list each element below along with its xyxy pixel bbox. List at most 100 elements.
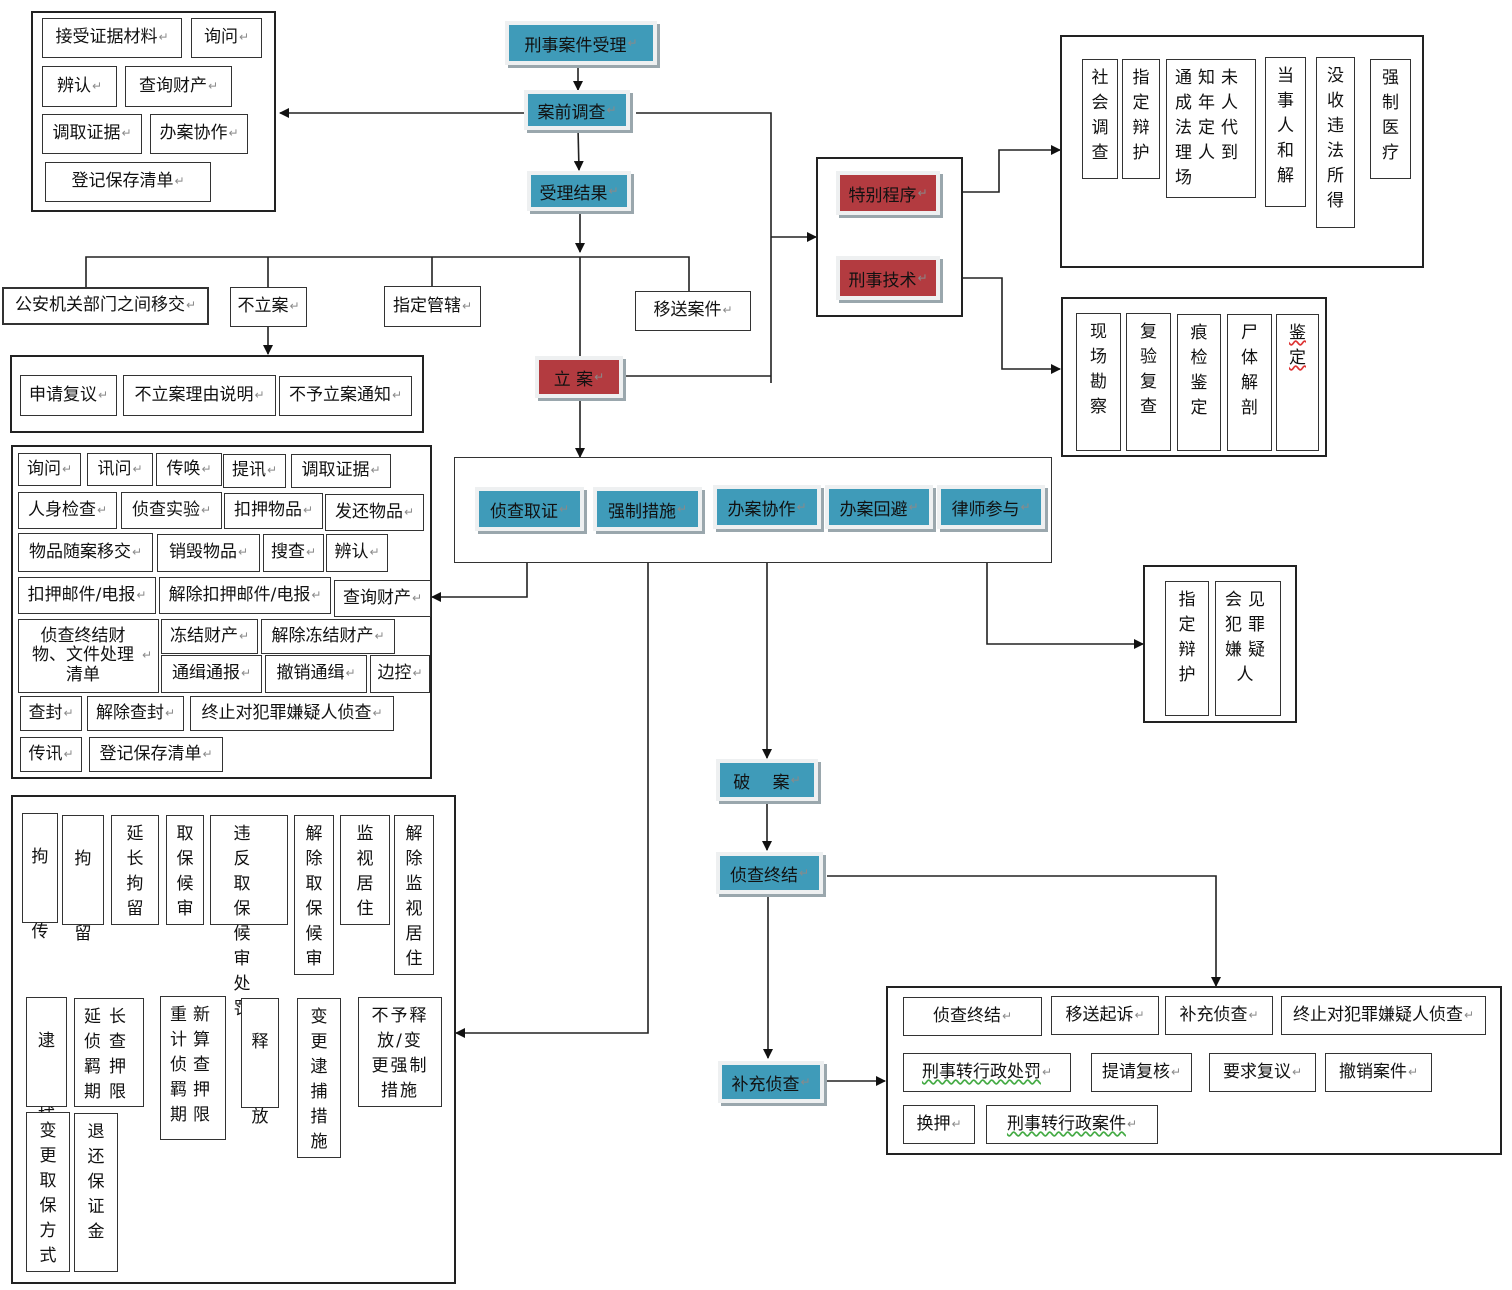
item[interactable]: 侦查终结财物、文件处理清单↵ [18, 619, 159, 693]
branch-transfer-between-departments[interactable]: 公安机关部门之间移交↵ [2, 287, 209, 325]
item[interactable]: 不立案理由说明↵ [123, 375, 276, 416]
investigation-items-box: 询问↵ 讯问↵ 传唤↵ 提讯↵ 调取证据↵ 人身检查↵ 侦查实验↵ 扣押物品↵ … [11, 445, 432, 779]
item[interactable]: 辨认↵ [326, 534, 388, 572]
item[interactable]: 逮捕 [26, 997, 67, 1126]
item[interactable]: 复验复查 [1126, 313, 1171, 451]
item[interactable]: 重新计算侦查羁押期限 [160, 996, 226, 1140]
node-lawyer-participation[interactable]: 律师参与↵ [937, 485, 1045, 529]
item-designated-defense[interactable]: 指定辩护 [1165, 581, 1209, 716]
item[interactable]: 销毁物品↵ [157, 534, 260, 572]
item[interactable]: 取保候审 [166, 815, 204, 925]
item[interactable]: 拘传 [22, 813, 58, 942]
item[interactable]: 解除扣押邮件/电报↵ [159, 577, 331, 614]
node-solve-case[interactable]: 破 案↵ [716, 759, 818, 801]
node-accept-result[interactable]: 受理结果↵ [527, 171, 631, 211]
item[interactable]: 监视居住 [340, 815, 390, 925]
item[interactable]: 传唤↵ [156, 453, 222, 486]
item[interactable]: 物品随案移交↵ [18, 533, 153, 572]
special-block: 特别程序↵ 刑事技术↵ [816, 157, 963, 317]
item[interactable]: 侦查实验↵ [121, 492, 222, 529]
item[interactable]: 变更逮捕措施 [297, 998, 341, 1158]
node-case-accept[interactable]: 刑事案件受理↵ [505, 21, 657, 65]
item[interactable]: 解除查封↵ [87, 696, 184, 731]
item-party-reconciliation[interactable]: 当事人和解 [1265, 57, 1306, 207]
item[interactable]: 尸体解剖 [1227, 314, 1272, 451]
node-investigation-end[interactable]: 侦查终结↵ [716, 852, 823, 894]
item[interactable]: 办案协作↵ [150, 114, 248, 154]
item[interactable]: 补充侦查↵ [1165, 996, 1273, 1035]
item[interactable]: 释放 [241, 998, 279, 1127]
item[interactable]: 延长拘留 [111, 815, 159, 925]
node-supplementary-investigation[interactable]: 补充侦查↵ [718, 1061, 824, 1103]
node-coercive-measures[interactable]: 强制措施↵ [593, 487, 702, 531]
item[interactable]: 提请复核↵ [1091, 1053, 1192, 1092]
item[interactable]: 扣押邮件/电报↵ [18, 577, 156, 614]
item[interactable]: 不予释放/变更强制措施 [358, 997, 442, 1107]
arrow-end-to-results [827, 875, 1221, 987]
node-case-cooperation[interactable]: 办案协作↵ [713, 485, 821, 529]
item[interactable]: 刑事转行政处罚↵ [903, 1053, 1071, 1092]
item-designated-defense[interactable]: 指定辩护 [1122, 59, 1160, 179]
item[interactable]: 传讯↵ [20, 737, 82, 772]
node-investigation-evidence[interactable]: 侦查取证↵ [475, 487, 584, 531]
item[interactable]: 查询财产↵ [125, 66, 232, 107]
paragraph-mark-icon: ↵ [608, 184, 619, 198]
node-case-recusal[interactable]: 办案回避↵ [825, 485, 933, 529]
item[interactable]: 冻结财产↵ [161, 619, 258, 654]
item[interactable]: 痕检鉴定 [1177, 314, 1221, 451]
item-compulsory-medical[interactable]: 强制医疗 [1370, 59, 1411, 179]
item[interactable]: 撤销案件↵ [1325, 1053, 1432, 1092]
item[interactable]: 移送起诉↵ [1051, 996, 1159, 1035]
item[interactable]: 变更取保方式 [26, 1112, 70, 1272]
item[interactable]: 终止对犯罪嫌疑人侦查↵ [1281, 996, 1486, 1035]
node-special-procedure[interactable]: 特别程序↵ [836, 171, 940, 215]
item[interactable]: 鉴定 [1276, 314, 1319, 451]
item-social-investigation[interactable]: 社会调查 [1082, 59, 1118, 179]
item[interactable]: 询问↵ [18, 453, 81, 486]
item[interactable]: 退还保证金 [74, 1113, 118, 1272]
item[interactable]: 解除冻结财产↵ [261, 619, 395, 654]
item-notify-guardian[interactable]: 通知未成年人法定代理人到场 [1166, 59, 1256, 198]
item[interactable]: 查询财产↵ [334, 580, 431, 617]
item[interactable]: 解除监视居住 [394, 815, 434, 975]
item[interactable]: 扣押物品↵ [224, 493, 323, 529]
branch-transfer-case[interactable]: 移送案件↵ [635, 291, 751, 331]
item[interactable]: 通缉通报↵ [161, 655, 262, 693]
item[interactable]: 延长侦查羁押期限 [74, 998, 144, 1107]
item[interactable]: 接受证据材料↵ [42, 18, 182, 58]
node-file-case[interactable]: 立 案↵ [535, 356, 623, 398]
item[interactable]: 不予立案通知↵ [279, 376, 412, 416]
item[interactable]: 人身检查↵ [18, 492, 117, 529]
node-pre-investigation[interactable]: 案前调查↵ [524, 90, 630, 130]
item[interactable]: 刑事转行政案件↵ [986, 1105, 1158, 1144]
item[interactable]: 调取证据↵ [42, 114, 142, 154]
arrow-coercive-items [455, 531, 649, 1038]
item[interactable]: 侦查终结↵ [903, 997, 1042, 1036]
item[interactable]: 调取证据↵ [291, 454, 391, 488]
item[interactable]: 辨认↵ [42, 66, 117, 107]
item[interactable]: 终止对犯罪嫌疑人侦查↵ [190, 696, 394, 731]
item[interactable]: 换押↵ [903, 1105, 975, 1144]
item[interactable]: 讯问↵ [87, 453, 153, 486]
item[interactable]: 解除取保候审 [294, 815, 334, 975]
item[interactable]: 询问↵ [191, 18, 262, 58]
item-confiscation[interactable]: 没收违法所得 [1316, 57, 1355, 228]
no-case-items-box: 申请复议↵ 不立案理由说明↵ 不予立案通知↵ [10, 355, 424, 433]
item[interactable]: 提讯↵ [223, 454, 286, 488]
branch-no-case[interactable]: 不立案↵ [230, 287, 307, 327]
item[interactable]: 边控↵ [370, 655, 430, 693]
item-meet-suspect[interactable]: 会见犯罪嫌疑人 [1215, 581, 1281, 716]
item[interactable]: 拘留 [62, 815, 104, 944]
item[interactable]: 查封↵ [20, 696, 82, 731]
item[interactable]: 要求复议↵ [1209, 1053, 1316, 1092]
item[interactable]: 登记保存清单↵ [89, 737, 223, 772]
item[interactable]: 登记保存清单↵ [45, 162, 211, 202]
item[interactable]: 撤销通缉↵ [265, 655, 367, 693]
item[interactable]: 申请复议↵ [20, 375, 117, 416]
item[interactable]: 发还物品↵ [325, 494, 424, 531]
branch-designated-jurisdiction[interactable]: 指定管辖↵ [384, 286, 481, 327]
item[interactable]: 违反取保候审处罚 [210, 815, 288, 1019]
item[interactable]: 搜查↵ [263, 534, 324, 572]
item[interactable]: 现场勘察 [1076, 313, 1121, 451]
node-criminal-tech[interactable]: 刑事技术↵ [836, 256, 940, 300]
